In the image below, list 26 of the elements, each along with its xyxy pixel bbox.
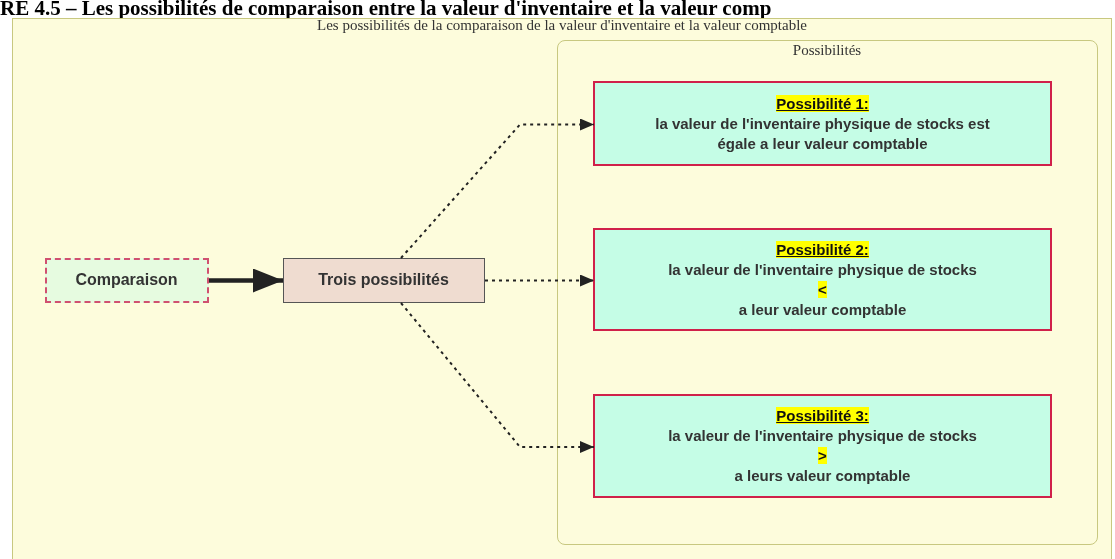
- option-text: la valeur de l'inventaire physique de stocks est égale a leur valeur comptable: [655, 113, 990, 154]
- process-box: [593, 81, 1052, 166]
- option-text: la valeur de l'inventaire physique de stocks: [668, 426, 977, 446]
- process-box: [593, 394, 1052, 498]
- option-text: la valeur de l'inventaire physique de stocks: [668, 259, 977, 280]
- node-label: Comparaison: [75, 270, 178, 290]
- option-text: a leurs valeur comptable: [734, 466, 911, 486]
- node-label: Trois possibilités: [318, 270, 449, 290]
- arrow: [209, 268, 283, 293]
- arrow: [484, 274, 595, 287]
- arrow: [400, 118, 595, 259]
- group-panel: [12, 18, 1112, 559]
- option-text: a leur valeur comptable: [738, 299, 907, 320]
- figure-title: RE 4.5 – Les possibilités de comparaison entre la valeur d'inventaire et la valeur comp: [0, 0, 772, 18]
- comparison-sign: <: [818, 280, 827, 298]
- group-heading: Possibilités: [791, 41, 863, 59]
- process-box: [282, 257, 485, 303]
- group-panel: [556, 39, 1098, 545]
- option-heading: Possibilité 1:: [776, 94, 869, 112]
- option-heading: Possibilité 2:: [776, 240, 869, 258]
- comparison-sign: >: [818, 447, 827, 464]
- group-heading: Les possibilités de la comparaison de la valeur d'inventaire et la valeur comptable: [317, 17, 808, 34]
- process-box: [593, 228, 1052, 331]
- process-box: [44, 257, 209, 303]
- arrow: [400, 302, 595, 453]
- option-heading: Possibilité 3:: [776, 407, 869, 424]
